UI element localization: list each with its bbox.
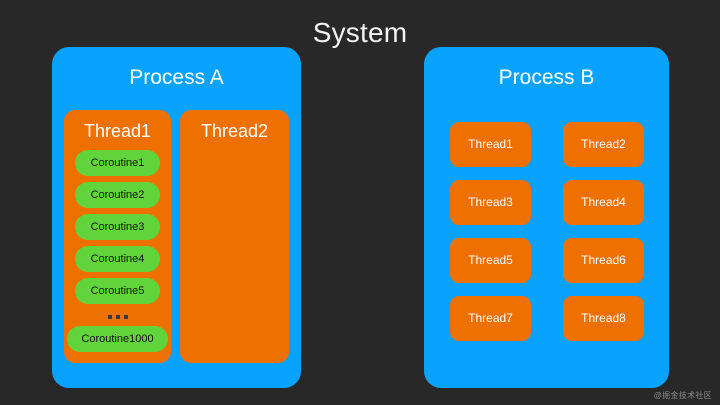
process-b-thread-chip: Thread6: [563, 238, 644, 283]
dot-icon: [123, 314, 128, 319]
coroutine-item: Coroutine5: [75, 278, 160, 304]
page-title: System: [312, 17, 408, 48]
process-a-thread-2-label: Thread2: [200, 121, 269, 141]
process-a-title: Process A: [129, 66, 224, 89]
process-b-thread-chip: Thread5: [450, 238, 531, 283]
process-b-thread-chip: Thread7: [450, 296, 531, 341]
process-b-thread-chip: Thread1: [450, 122, 531, 167]
coroutine-item: Coroutine1: [75, 150, 160, 176]
coroutine-item: Coroutine2: [75, 182, 160, 208]
coroutine-item-last: Coroutine1000: [67, 326, 168, 352]
coroutine-item: Coroutine4: [75, 246, 160, 272]
process-b-title: Process B: [498, 66, 595, 89]
process-b-thread-chip: Thread2: [563, 122, 644, 167]
process-a-thread-1-label: Thread1: [83, 121, 152, 141]
process-a-thread-2: Thread2: [180, 110, 289, 363]
process-a-container: Process A Thread1 Coroutine1 Coroutine2 …: [52, 47, 301, 388]
process-a-thread-1: Thread1 Coroutine1 Coroutine2 Coroutine3…: [64, 110, 171, 363]
dot-icon: [115, 314, 120, 319]
coroutine-item: Coroutine3: [75, 214, 160, 240]
process-b-thread-chip: Thread8: [563, 296, 644, 341]
process-b-thread-chip: Thread4: [563, 180, 644, 225]
process-b-thread-grid: Thread1 Thread2 Thread3 Thread4 Thread5 …: [450, 122, 644, 341]
ellipsis-icon: [64, 310, 171, 323]
coroutine-list: Coroutine1 Coroutine2 Coroutine3 Corouti…: [64, 150, 171, 358]
dot-icon: [107, 314, 112, 319]
watermark: @掘金技术社区: [653, 391, 712, 400]
process-b-container: Process B Thread1 Thread2 Thread3 Thread…: [424, 47, 669, 388]
process-b-thread-chip: Thread3: [450, 180, 531, 225]
